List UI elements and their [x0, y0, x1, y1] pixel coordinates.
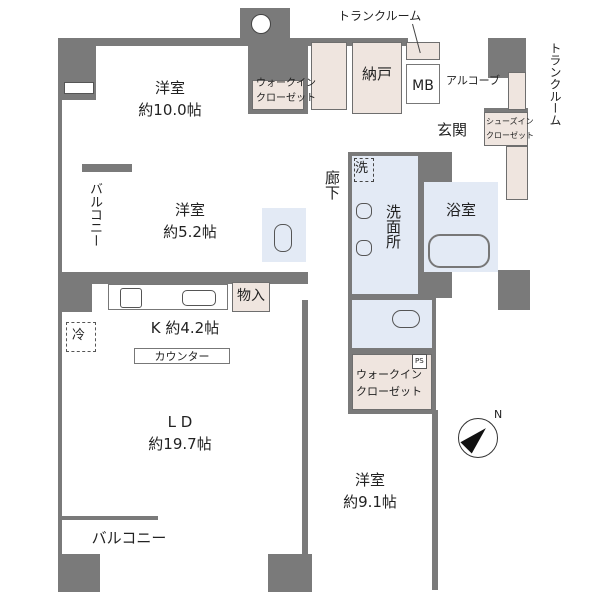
western-room-1 — [96, 46, 246, 166]
hallway-label: 廊下 — [323, 170, 341, 200]
wall-entrance — [484, 108, 528, 114]
ps-label: PS — [412, 354, 427, 369]
wall-ld-right — [302, 300, 308, 580]
ld-size: 約19.7帖 — [148, 435, 212, 453]
stove-icon — [120, 288, 142, 308]
kitchen-column — [58, 272, 92, 312]
fridge-space — [66, 322, 96, 352]
sink-icon-1 — [356, 203, 372, 219]
room-name-western-3: 洋室 — [354, 471, 385, 489]
walk-in-closet-1-label: ウォークイン クローゼット — [256, 78, 316, 104]
balcony-side-label: バルコニー — [87, 182, 102, 247]
shoes-in-closet[interactable] — [484, 112, 528, 146]
walk-in-closet-2-label: ウォークイン クローゼット — [356, 368, 422, 398]
mb-room — [406, 64, 440, 104]
bathtub-icon — [428, 234, 490, 268]
laundry-space — [354, 158, 374, 182]
wall-top-left — [58, 38, 248, 46]
room-name-western-2: 洋室 — [174, 201, 205, 219]
alcove-label: アルコーブ — [446, 74, 501, 87]
wall-room2-top — [82, 164, 132, 172]
room-size-western-1: 約10.0帖 — [138, 101, 202, 119]
toilet-room-1[interactable] — [262, 208, 306, 262]
north-label: N — [494, 408, 503, 421]
compass-circle — [458, 418, 498, 458]
wall-right-column — [498, 270, 530, 310]
duct-circle-icon — [251, 14, 271, 34]
toilet-icon-1 — [274, 224, 292, 252]
washroom-label: 洗面所 — [384, 204, 402, 249]
trunk-room-right[interactable] — [508, 72, 526, 110]
trunk-room-top-label: トランクルーム — [338, 9, 422, 23]
shoes-closet-lower — [506, 146, 528, 200]
bathroom-label: 浴室 — [445, 201, 476, 219]
fridge-label: 冷 — [72, 328, 86, 343]
wall-right-upper — [488, 38, 526, 78]
storage-label: 納戸 — [361, 65, 392, 83]
shoes-closet-label: シューズイン クローゼット — [486, 117, 534, 140]
sink-icon — [182, 290, 216, 306]
counter — [134, 348, 230, 364]
kitchen-wall — [58, 272, 308, 284]
toilet-icon-2 — [392, 310, 420, 328]
entrance-label: 玄関 — [436, 121, 467, 139]
trunk-room-right-label: トランクルーム — [548, 42, 562, 126]
closet-monoire-label: 物入 — [237, 288, 265, 304]
column-bottom-left — [58, 554, 100, 592]
room-name-western-1: 洋室 — [154, 79, 185, 97]
wall-room3-right — [432, 410, 438, 590]
room-size-western-3: 約9.1帖 — [343, 493, 397, 511]
ld-name: L D — [167, 413, 193, 431]
wall-left-outer — [58, 100, 62, 580]
laundry-label: 洗 — [355, 161, 369, 176]
walk-in-closet-1[interactable] — [252, 80, 304, 110]
closet-monoire[interactable] — [232, 282, 270, 312]
toilet-room-2[interactable] — [352, 300, 432, 348]
storage-room[interactable] — [352, 42, 402, 114]
balcony-bottom-label: バルコニー — [91, 529, 167, 547]
column-bottom-mid — [268, 554, 312, 592]
wall-ld-bottom — [58, 516, 158, 520]
trunk-room-top[interactable] — [406, 42, 440, 60]
window-sill — [64, 82, 94, 94]
counter-label: カウンター — [154, 350, 210, 363]
closet-1-upper — [311, 42, 347, 110]
mb-label: MB — [412, 78, 434, 94]
kitchen-label: K 約4.2帖 — [150, 319, 220, 337]
sink-icon-2 — [356, 240, 372, 256]
room-size-western-2: 約5.2帖 — [163, 223, 217, 241]
